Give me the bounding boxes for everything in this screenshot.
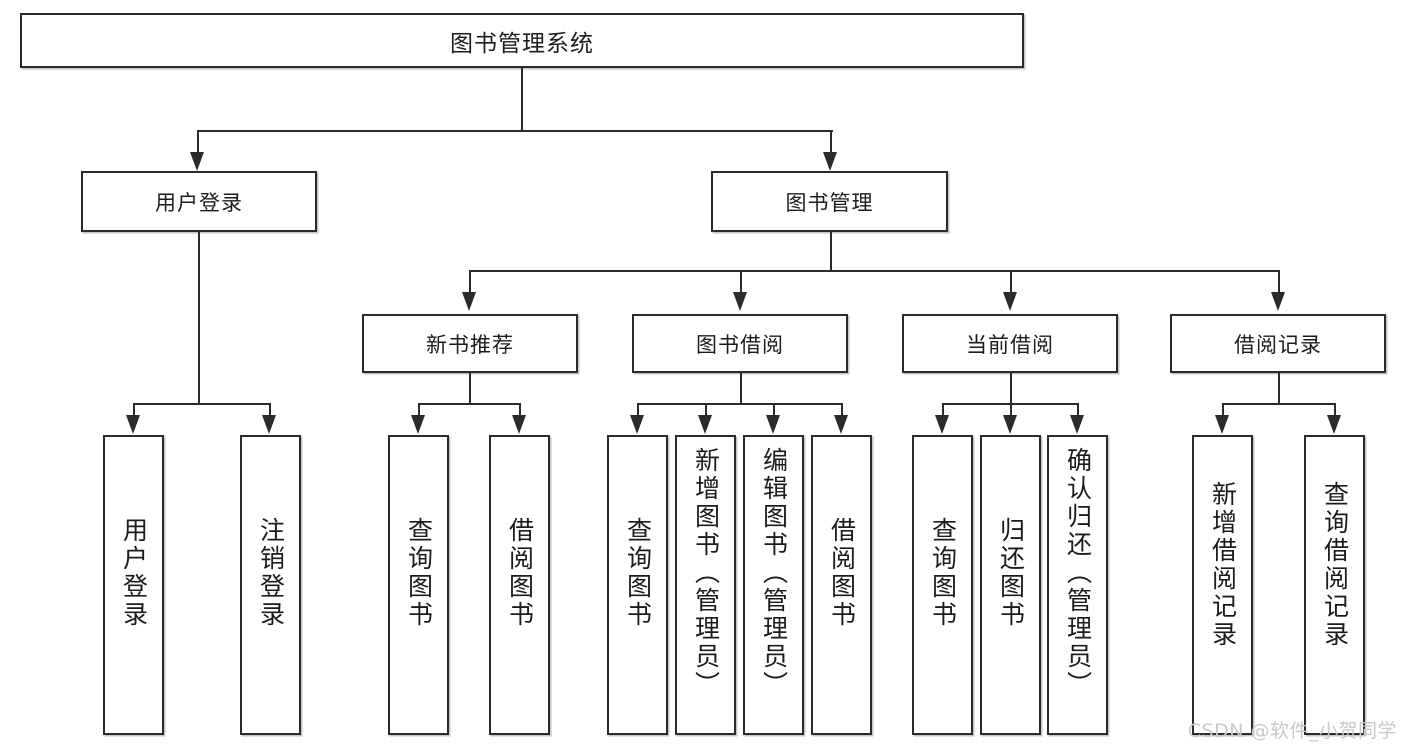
leaf-add-borrow-record[interactable]: 新增借阅记录 [1192, 435, 1253, 735]
connector-new-book-bus [418, 403, 521, 406]
leaf-query-borrow-record[interactable]: 查询借阅记录 [1304, 435, 1365, 735]
connector-drop-cb-confirm [1077, 403, 1080, 417]
arrowhead-new-book [462, 292, 476, 311]
connector-root-bus [197, 130, 833, 133]
arrowhead-leaf-logout [262, 415, 276, 434]
node-label: 新增图书（管理员） [691, 447, 721, 699]
node-label: 新增借阅记录 [1208, 481, 1238, 649]
node-current-borrowing[interactable]: 当前借阅 [902, 314, 1118, 373]
connector-drop-cb-query [942, 403, 945, 417]
arrowhead-borrow-record [1271, 292, 1285, 311]
connector-drop-bb-edit [773, 403, 776, 417]
leaf-user-login[interactable]: 用户登录 [103, 435, 164, 735]
connector-drop-bb-query [637, 403, 640, 417]
node-book-borrowing[interactable]: 图书借阅 [632, 314, 848, 373]
node-label: 查询图书 [404, 517, 434, 629]
connector-drop-bb-add [705, 403, 708, 417]
arrowhead-bb-borrow [834, 415, 848, 434]
arrowhead-current-borrow [1003, 292, 1017, 311]
connector-drop-book-manage [830, 130, 833, 154]
connector-current-borrow-stem [1010, 373, 1013, 405]
connector-root-stem [521, 68, 524, 132]
connector-drop-current-borrow [1010, 270, 1013, 292]
node-borrow-records[interactable]: 借阅记录 [1170, 314, 1386, 373]
node-label: 编辑图书（管理员） [759, 447, 789, 699]
leaf-confirm-return-admin[interactable]: 确认归还（管理员） [1047, 435, 1108, 735]
connector-drop-nb-query [418, 403, 421, 417]
leaf-query-book-borrow[interactable]: 查询图书 [607, 435, 668, 735]
node-label: 当前借阅 [966, 332, 1054, 357]
connector-drop-br-add [1222, 403, 1225, 417]
node-label: 新书推荐 [426, 332, 514, 357]
connector-drop-book-borrow [740, 270, 743, 292]
arrowhead-bb-query [630, 415, 644, 434]
connector-drop-bb-borrow [841, 403, 844, 417]
connector-book-manage-bus [469, 270, 1280, 273]
node-label: 查询图书 [928, 517, 958, 629]
connector-drop-leaf-logout [269, 403, 272, 417]
arrowhead-leaf-user-login [126, 415, 140, 434]
node-user-login[interactable]: 用户登录 [81, 171, 317, 232]
connector-drop-cb-return [1010, 403, 1013, 417]
connector-book-borrow-stem [740, 373, 743, 405]
connector-drop-user-login [197, 130, 200, 154]
leaf-borrow-book[interactable]: 借阅图书 [811, 435, 872, 735]
node-label: 归还图书 [996, 517, 1026, 629]
node-label: 借阅记录 [1234, 332, 1322, 357]
node-label: 用户登录 [119, 517, 149, 629]
connector-drop-nb-borrow [519, 403, 522, 417]
arrowhead-cb-confirm [1070, 415, 1084, 434]
connector-book-manage-stem [830, 232, 833, 272]
connector-user-login-bus [133, 403, 269, 406]
node-label: 借阅图书 [505, 517, 535, 629]
node-label: 用户登录 [155, 190, 243, 215]
arrowhead-book-manage [823, 152, 837, 171]
leaf-borrow-book-new[interactable]: 借阅图书 [489, 435, 550, 735]
leaf-add-book-admin[interactable]: 新增图书（管理员） [675, 435, 736, 735]
node-label: 图书管理 [785, 190, 874, 215]
node-new-book-recommend[interactable]: 新书推荐 [362, 314, 578, 373]
node-label: 查询图书 [623, 517, 653, 629]
connector-borrow-record-stem [1278, 373, 1281, 405]
connector-drop-new-book [469, 270, 472, 292]
connector-new-book-stem [469, 373, 472, 405]
leaf-logout[interactable]: 注销登录 [240, 435, 301, 735]
leaf-edit-book-admin[interactable]: 编辑图书（管理员） [743, 435, 804, 735]
node-label: 注销登录 [256, 517, 286, 629]
connector-book-borrow-bus [637, 403, 843, 406]
connector-user-login-stem [198, 232, 201, 405]
arrowhead-book-borrow [733, 292, 747, 311]
node-label: 确认归还（管理员） [1063, 447, 1093, 699]
arrowhead-bb-edit [766, 415, 780, 434]
connector-borrow-record-bus [1222, 403, 1336, 406]
node-label: 图书借阅 [696, 332, 784, 357]
arrowhead-br-query [1327, 415, 1341, 434]
connector-drop-borrow-record [1278, 270, 1281, 292]
arrowhead-br-add [1215, 415, 1229, 434]
leaf-query-book-new[interactable]: 查询图书 [388, 435, 449, 735]
node-label: 图书管理系统 [450, 30, 594, 57]
node-root-system[interactable]: 图书管理系统 [20, 13, 1024, 68]
connector-drop-leaf-user-login [133, 403, 136, 417]
node-label: 借阅图书 [827, 517, 857, 629]
arrowhead-cb-return [1003, 415, 1017, 434]
node-label: 查询借阅记录 [1320, 481, 1350, 649]
arrowhead-user-login [190, 152, 204, 171]
node-book-management[interactable]: 图书管理 [711, 171, 948, 232]
arrowhead-nb-borrow [512, 415, 526, 434]
leaf-query-book-current[interactable]: 查询图书 [912, 435, 973, 735]
arrowhead-bb-add [698, 415, 712, 434]
leaf-return-book[interactable]: 归还图书 [980, 435, 1041, 735]
connector-drop-br-query [1334, 403, 1337, 417]
arrowhead-cb-query [935, 415, 949, 434]
arrowhead-nb-query [411, 415, 425, 434]
